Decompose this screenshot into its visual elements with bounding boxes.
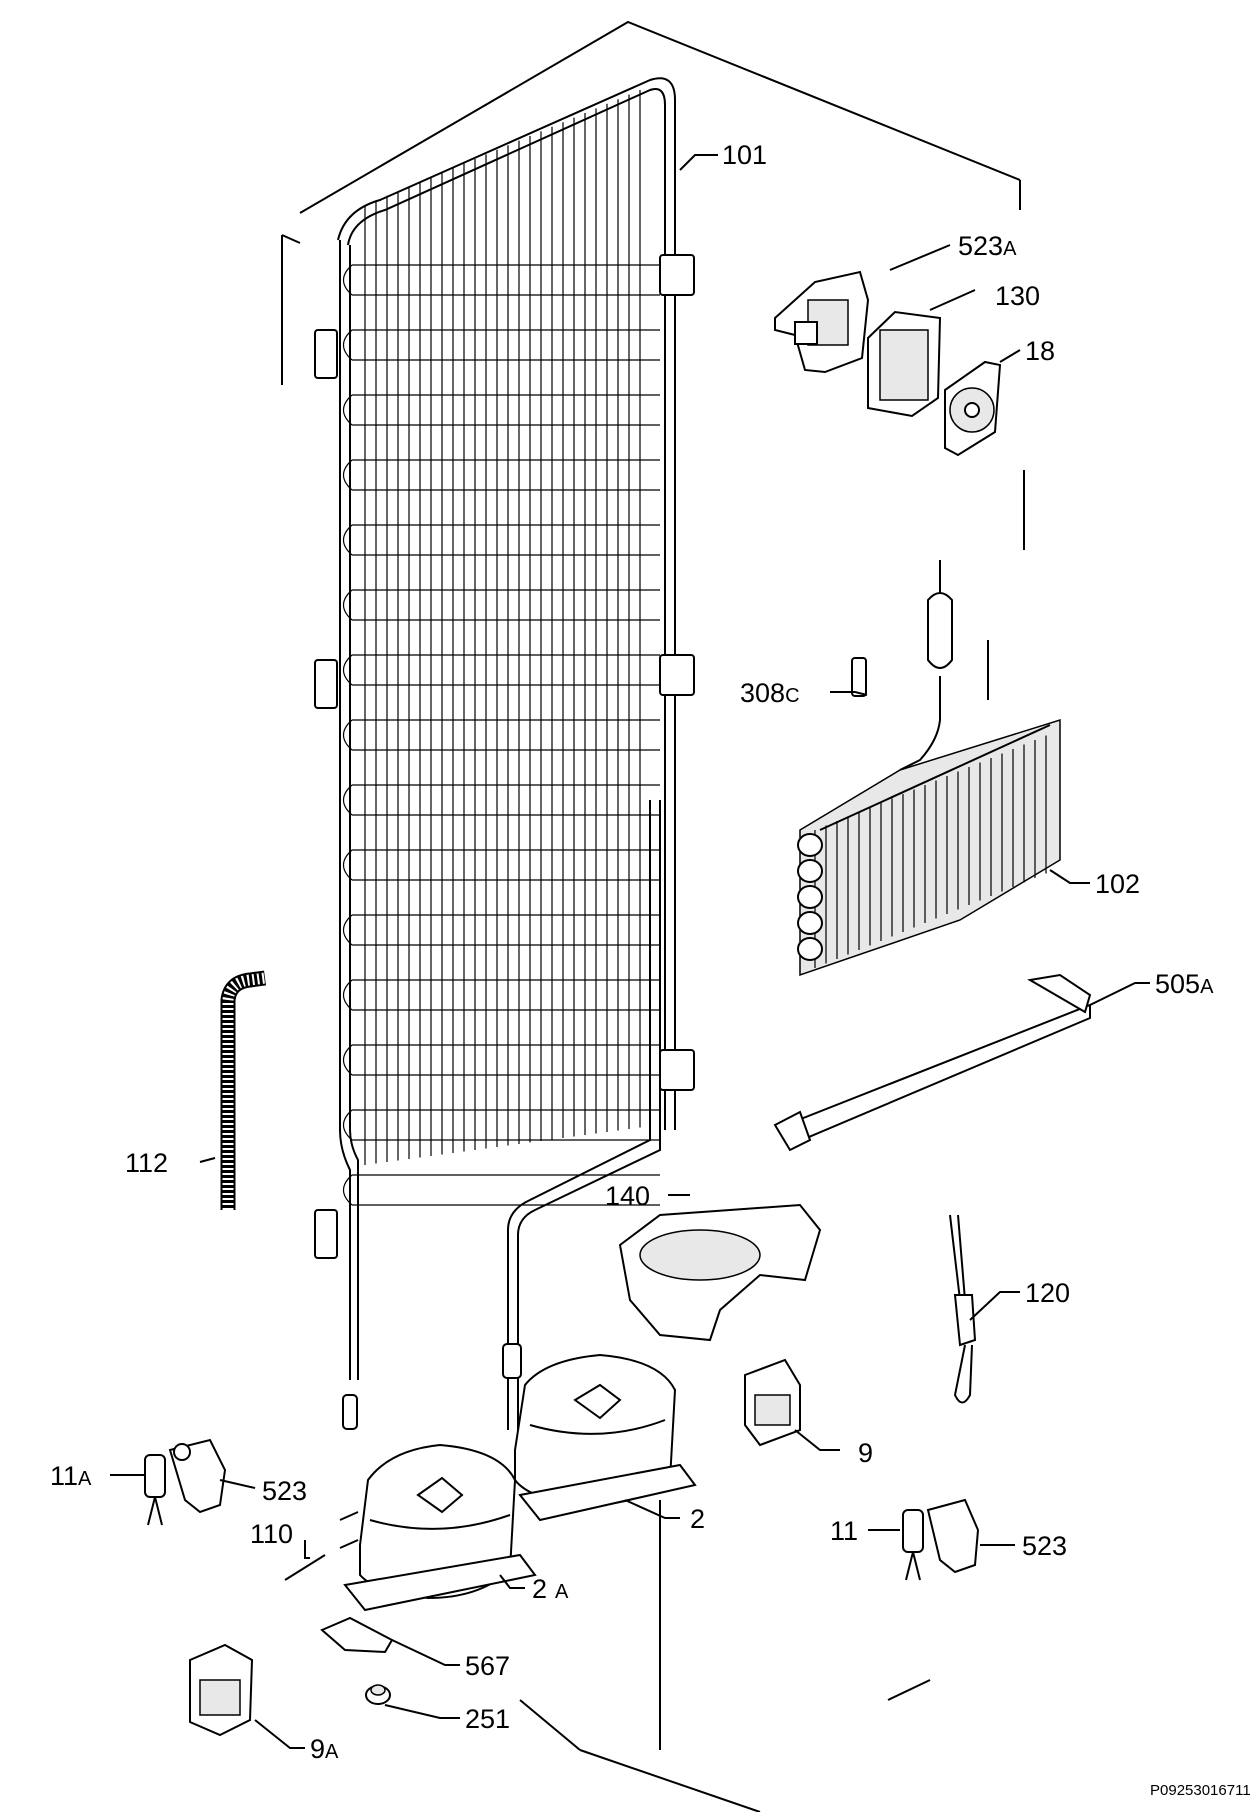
evaporator-102 xyxy=(797,718,1061,977)
condenser-coil-bend xyxy=(342,264,660,296)
label-567: 567 xyxy=(465,1651,510,1681)
pin-110 xyxy=(284,1511,359,1581)
cabinet-outline xyxy=(281,20,1025,1812)
fan-18 xyxy=(944,360,1002,457)
label-2: 2 xyxy=(690,1504,705,1534)
compressor-2 xyxy=(514,1353,697,1522)
label-9a: 9A xyxy=(310,1734,339,1764)
label-523-right: 523 xyxy=(1022,1531,1067,1561)
condenser-coil-bend xyxy=(342,589,660,621)
label-140: 140 xyxy=(605,1181,650,1211)
condenser-coil-bend xyxy=(342,979,660,1011)
label-523-left: 523 xyxy=(262,1476,307,1506)
sensor-120 xyxy=(949,1214,977,1404)
evaporator-tube-bend xyxy=(797,937,823,961)
label-102: 102 xyxy=(1095,869,1140,899)
clamp-523-right xyxy=(926,1498,980,1574)
relay-11a xyxy=(144,1454,166,1526)
label-18: 18 xyxy=(1025,336,1055,366)
nut-251 xyxy=(365,1684,391,1705)
condenser-coil-bend xyxy=(342,849,660,881)
label-251: 251 xyxy=(465,1704,510,1734)
relay-9a xyxy=(189,1643,254,1737)
condenser-coil-bend xyxy=(342,1044,660,1076)
evaporator-tube-bend xyxy=(797,859,823,883)
condenser-coil-bend xyxy=(342,654,660,686)
evaporator-tube-bend xyxy=(797,833,823,857)
condenser-coil-bend xyxy=(342,784,660,816)
evaporator-tube-bend xyxy=(797,911,823,935)
drier xyxy=(899,560,989,771)
clamp-523-left xyxy=(168,1438,227,1514)
relay-11 xyxy=(902,1509,924,1581)
label-120: 120 xyxy=(1025,1278,1070,1308)
label-11a: 11A xyxy=(50,1461,92,1491)
clip-308c xyxy=(851,657,867,697)
leader-lines xyxy=(110,154,1150,1749)
drawing-reference: P09253016711 xyxy=(1150,1782,1251,1799)
fan-bracket-523a xyxy=(774,270,870,374)
drain-channel-505a xyxy=(773,973,1092,1152)
label-110: 110 xyxy=(250,1519,293,1549)
relay-9 xyxy=(744,1358,801,1447)
condenser-coil-bend xyxy=(342,394,660,426)
evaporator-tube-bend xyxy=(797,885,823,909)
drain-tray-140 xyxy=(618,1203,822,1342)
callout-labels: 101 523A 130 18 308C 102 505A 112 140 12… xyxy=(50,140,1214,1764)
condenser-coil-bend xyxy=(342,329,660,361)
plate-567 xyxy=(320,1616,394,1654)
condenser-coil-bend xyxy=(342,914,660,946)
label-9: 9 xyxy=(858,1438,873,1468)
compressor-2a xyxy=(343,1443,537,1612)
label-505a: 505A xyxy=(1155,969,1214,999)
fan-shroud-130 xyxy=(867,310,942,418)
condenser-coil-bend xyxy=(342,459,660,491)
condenser-coil-bend xyxy=(342,719,660,751)
label-130: 130 xyxy=(995,281,1040,311)
label-112: 112 xyxy=(125,1148,168,1178)
label-523a: 523A xyxy=(958,231,1017,261)
label-101: 101 xyxy=(722,140,767,170)
label-308c: 308C xyxy=(740,678,800,708)
condenser-coil-bend xyxy=(342,524,660,556)
condenser-coil-bend xyxy=(342,1109,660,1141)
drain-hose-112 xyxy=(220,970,266,1210)
label-11: 11 xyxy=(830,1516,858,1546)
condenser-101 xyxy=(314,77,695,1430)
